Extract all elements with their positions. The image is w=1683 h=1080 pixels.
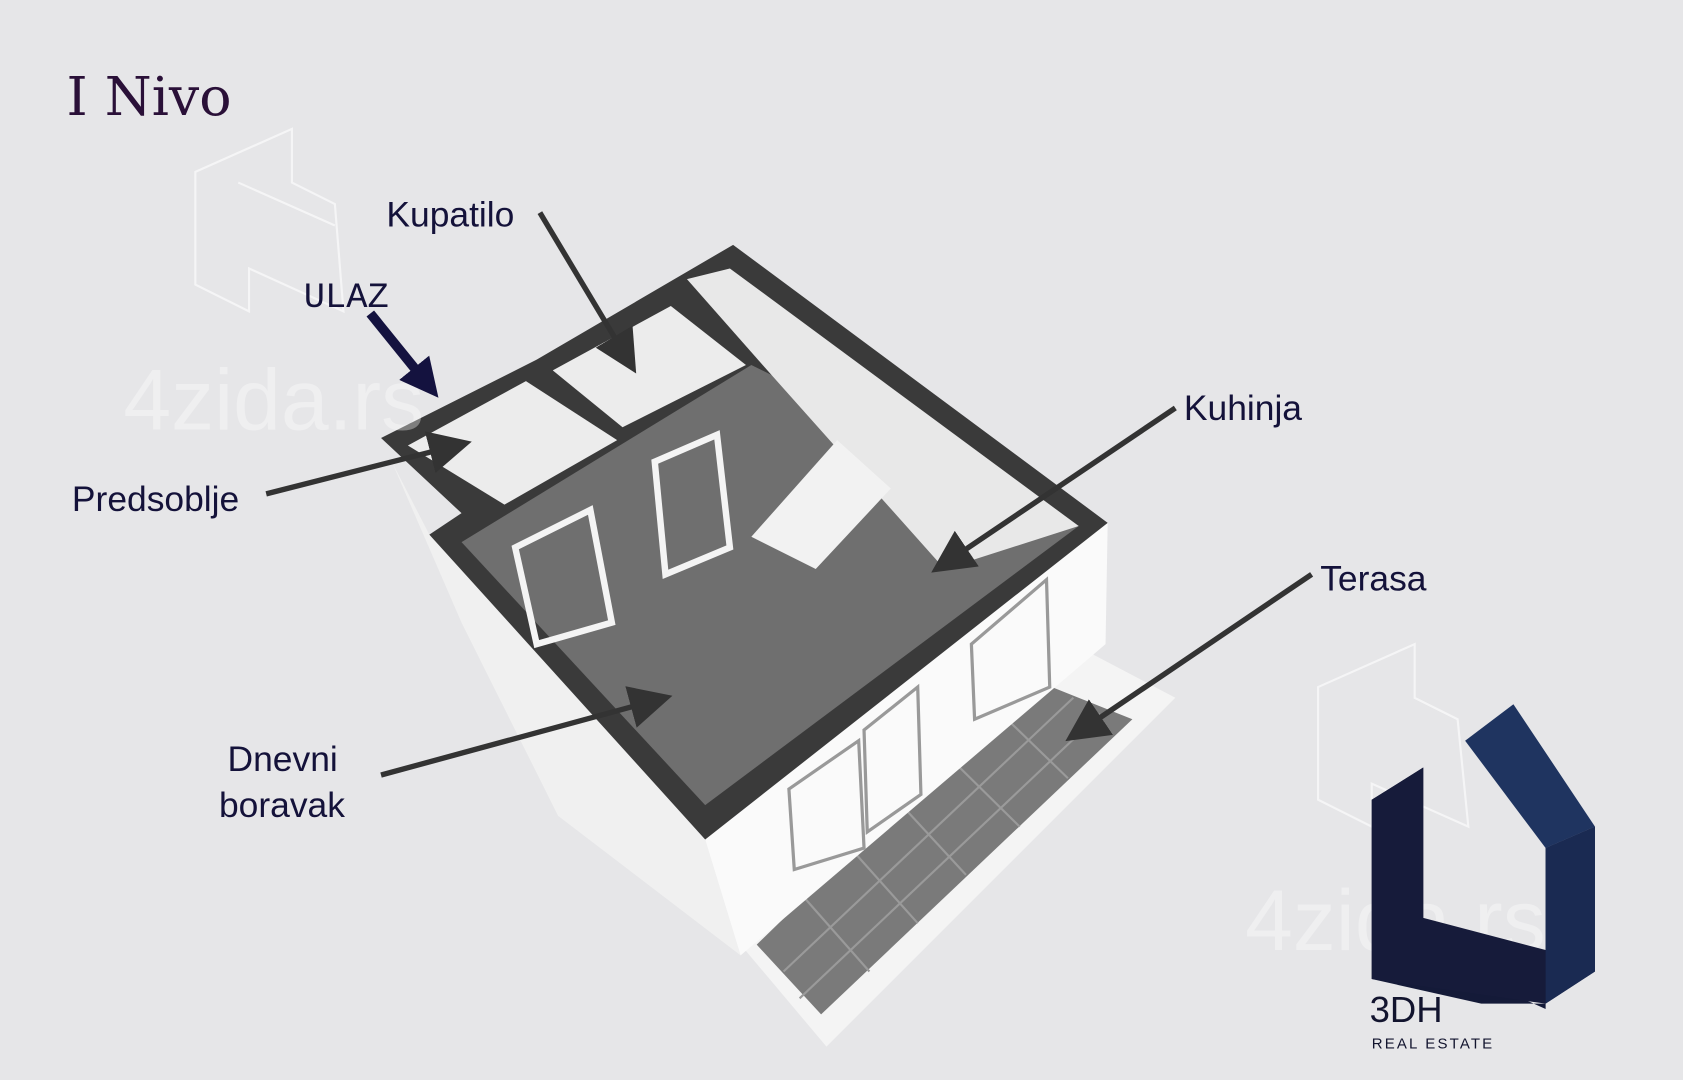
arrow-kupatilo xyxy=(537,211,637,374)
label-kuhinja: Kuhinja xyxy=(1184,388,1302,428)
label-dnevni-boravak-line2: boravak xyxy=(219,785,345,825)
terrace xyxy=(740,644,1176,1047)
arrow-dnevni-boravak xyxy=(380,686,673,778)
arrow-terasa xyxy=(1065,572,1314,742)
arrow-ulaz xyxy=(366,310,439,398)
company-logo: 3DH REAL ESTATE xyxy=(1370,704,1595,1053)
watermark-text: 4zida.rs xyxy=(123,352,424,448)
logo-tagline: REAL ESTATE xyxy=(1372,1036,1495,1053)
label-kupatilo: Kupatilo xyxy=(386,195,514,235)
floor-plan-top xyxy=(381,244,1108,840)
label-dnevni-boravak-line1: Dnevni xyxy=(228,739,338,779)
watermark-logo-outline xyxy=(194,127,1470,829)
label-predsoblje: Predsoblje xyxy=(72,479,239,519)
windows xyxy=(787,576,1052,872)
building-exterior xyxy=(391,461,1108,956)
logo-name: 3DH xyxy=(1370,989,1443,1030)
arrow-kuhinja xyxy=(931,405,1177,573)
label-terasa: Terasa xyxy=(1320,558,1427,598)
page-title: I Nivo xyxy=(67,65,232,128)
label-ulaz: ULAZ xyxy=(304,278,389,318)
arrow-predsoblje xyxy=(265,431,472,497)
